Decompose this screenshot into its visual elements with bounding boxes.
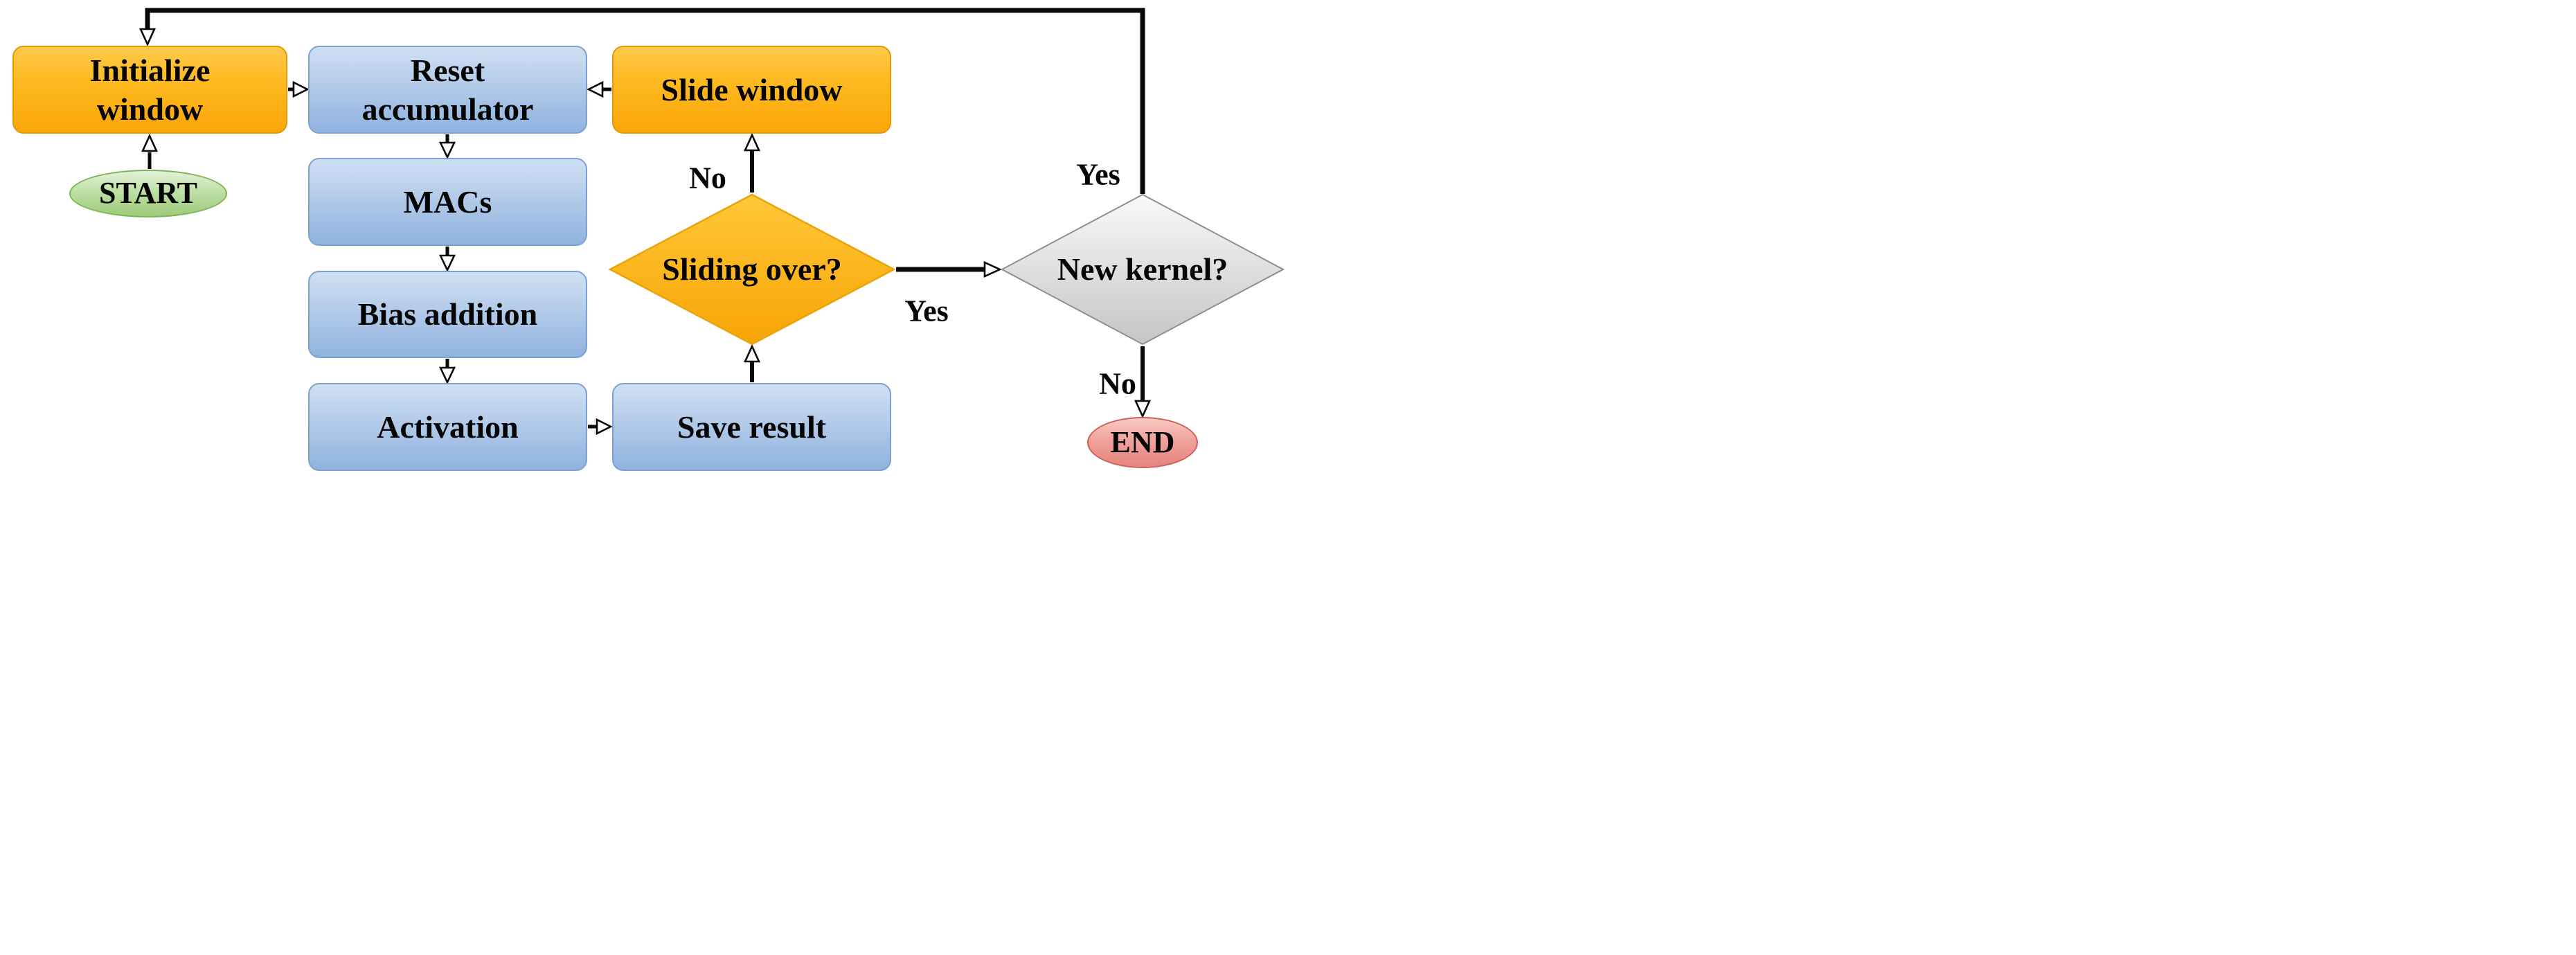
arrow-no-to-slide-window xyxy=(743,132,761,193)
edge-label-yes-loop: Yes xyxy=(1076,157,1120,192)
node-label: New kernel? xyxy=(1057,251,1228,287)
arrow-bias-to-activation xyxy=(438,359,456,385)
node-label: Activation xyxy=(377,409,519,445)
node-macs: MACs xyxy=(308,158,587,246)
node-label: Save result xyxy=(677,409,827,445)
arrow-no-to-end xyxy=(1134,346,1152,419)
node-label: accumulator xyxy=(361,91,534,127)
arrow-save-to-sliding-over xyxy=(743,343,761,382)
arrow-start-to-initialize xyxy=(141,133,159,169)
node-bias-addition: Bias addition xyxy=(308,271,587,358)
edge-label-no-to-slide-window: No xyxy=(689,161,726,195)
arrow-yes-loop xyxy=(138,8,1145,194)
node-start: START xyxy=(69,170,227,217)
node-label: window xyxy=(96,91,204,127)
arrow-slide-to-reset xyxy=(587,80,611,98)
node-new-kernel: New kernel? xyxy=(1001,193,1285,346)
arrow-initialize-to-reset xyxy=(288,80,310,98)
diamond-shape xyxy=(1001,193,1285,346)
node-end: END xyxy=(1087,417,1198,468)
node-reset-accumulator: Reset accumulator xyxy=(308,46,587,134)
edge-label-no-to-end: No xyxy=(1099,366,1136,401)
node-initialize-window: Initialize window xyxy=(12,46,287,134)
node-label: Slide window xyxy=(661,71,843,107)
node-label: Reset xyxy=(410,53,485,89)
flowchart-canvas: START END Initialize window Reset accumu… xyxy=(0,0,1288,478)
edge-label-yes-to-new-kernel: Yes xyxy=(904,294,949,328)
flow-arrows xyxy=(138,8,1152,436)
node-activation: Activation xyxy=(308,383,587,471)
node-label: Sliding over? xyxy=(662,251,842,287)
node-label: END xyxy=(1110,425,1175,459)
node-label: Initialize xyxy=(89,53,211,89)
arrow-macs-to-bias xyxy=(438,247,456,273)
node-label: MACs xyxy=(403,184,492,220)
arrow-reset-to-macs xyxy=(438,134,456,160)
node-slide-window: Slide window xyxy=(612,46,891,134)
arrow-yes-to-new-kernel xyxy=(896,260,1003,278)
diamond-shape xyxy=(609,193,895,346)
arrow-activation-to-save xyxy=(588,418,613,436)
node-label: Bias addition xyxy=(357,296,538,332)
node-save-result: Save result xyxy=(612,383,891,471)
node-label: START xyxy=(99,176,197,211)
node-sliding-over: Sliding over? xyxy=(609,193,895,346)
